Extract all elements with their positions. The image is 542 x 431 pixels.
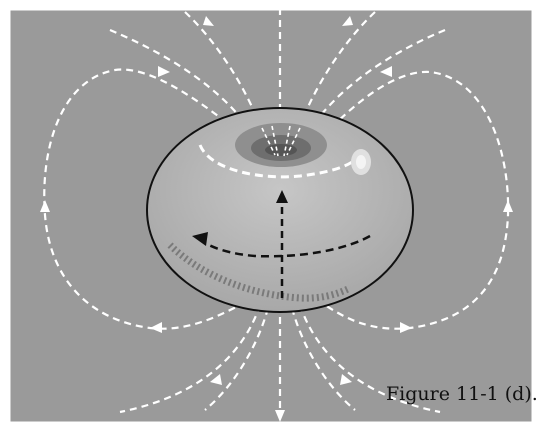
field-line-lower-left-2 [204,307,270,411]
current-direction-arrow-icon [276,190,288,203]
circulating-current-arc [199,234,371,258]
field-line-arrow-icon [203,16,214,26]
field-line-arrow-icon [275,410,285,422]
field-line-lower-right-1 [298,304,441,414]
field-line-lower-right-2 [290,307,356,411]
figure-caption: Figure 11-1 (d). [386,383,538,405]
field-line-upper-left-1 [184,11,270,149]
current-direction-arrow-icon [192,232,208,246]
field-line-arrow-icon [380,66,392,77]
torus-top-field-arc [198,144,356,179]
figure-frame [9,9,533,423]
field-line-arrow-icon [400,322,412,333]
field-line-lower-left-1 [119,304,262,414]
field-line-arrow-icon [150,322,162,333]
highlight-spot-core [356,155,366,169]
field-line-arrow-icon [40,200,50,212]
torus-hole-inner [265,144,297,156]
field-line-arrow-icon [210,374,222,385]
field-line-arrow-icon [503,200,513,212]
field-line-upper-right-1 [290,11,376,149]
field-line-arrow-icon [340,374,352,385]
field-line-arrow-icon [342,16,353,26]
field-line-arrow-icon [158,66,170,77]
hole-field-lines [261,125,301,157]
